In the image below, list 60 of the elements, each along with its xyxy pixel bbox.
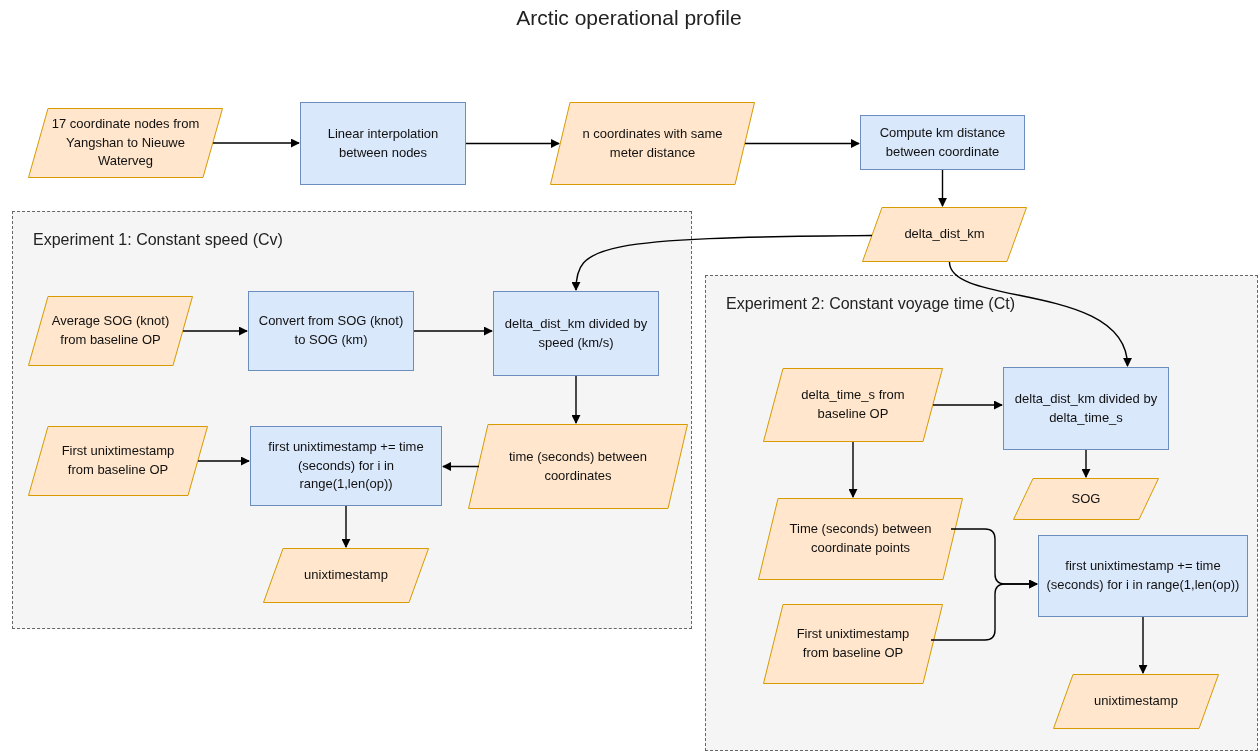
data-parallelogram (862, 207, 1027, 262)
node-label: delta_time_s from baseline OP (800, 386, 906, 423)
arrow (744, 139, 860, 148)
arrow (413, 326, 493, 336)
node-label: SOG (1070, 489, 1102, 508)
diagram-title: Arctic operational profile (515, 6, 743, 30)
arrow (930, 579, 1038, 641)
data-parallelogram (1013, 478, 1159, 520)
data-parallelogram (763, 368, 943, 442)
node-label: first unixtimestamp += time (seconds) for i in range(1,len(op)) (267, 437, 425, 494)
node-label: Average SOG (knot) from baseline OP (50, 312, 171, 349)
arrow (571, 234, 873, 291)
arrow (442, 462, 480, 471)
group-container (12, 211, 692, 629)
process-box (860, 115, 1025, 170)
process-box (493, 291, 659, 376)
node-label: 17 coordinate nodes from Yangshan to Nieuwe Waterveg (50, 114, 201, 171)
data-parallelogram (1053, 674, 1219, 729)
arrow (197, 456, 250, 466)
arrow (848, 441, 858, 498)
arrow (932, 400, 1003, 410)
node-label: Convert from SOG (knot) to SOG (km) (257, 312, 405, 349)
node-label: time (seconds) between coordinates (508, 447, 648, 485)
arrow (212, 138, 300, 148)
node-label: Linear interpolation between nodes (326, 124, 440, 162)
node-label: Compute km distance between coordinate (878, 123, 1007, 161)
arrow (571, 375, 581, 424)
node-label: Time (seconds) between coordinate points (788, 520, 933, 557)
process-box (250, 426, 442, 506)
node-label: first unixtimestamp += time (seconds) for i in range(1,len(op)) (1045, 557, 1241, 594)
node-label: n coordinates with same meter distance (581, 124, 724, 162)
data-parallelogram (28, 426, 208, 496)
data-parallelogram (468, 424, 688, 509)
data-parallelogram (763, 604, 943, 684)
node-label: delta_dist_km divided by delta_time_s (1013, 389, 1159, 427)
arrow (938, 169, 947, 207)
group-title: Experiment 1: Constant speed (Cv) (33, 230, 283, 250)
group-title: Experiment 2: Constant voyage time (Ct) (726, 294, 1015, 314)
data-parallelogram (28, 108, 223, 178)
node-label: unixtimestamp (1093, 692, 1179, 711)
process-box (1038, 535, 1248, 617)
arrow (465, 139, 560, 148)
process-box (1003, 367, 1169, 450)
arrow (1138, 616, 1148, 674)
data-parallelogram (28, 296, 193, 366)
arrow (1081, 449, 1091, 478)
node-label: delta_dist_km (903, 225, 986, 244)
group-container (705, 275, 1258, 751)
node-label: delta_dist_km divided by speed (km/s) (503, 314, 649, 352)
arrow (948, 261, 1131, 367)
data-parallelogram (550, 102, 755, 185)
data-parallelogram (758, 498, 963, 580)
arrow (182, 326, 248, 336)
node-label: First unixtimestamp from baseline OP (795, 625, 911, 662)
process-box (248, 291, 414, 371)
node-label: unixtimestamp (303, 566, 389, 585)
arrow (341, 505, 351, 548)
data-parallelogram (263, 548, 429, 603)
node-label: First unixtimestamp from baseline OP (60, 442, 176, 479)
process-box (300, 102, 466, 185)
